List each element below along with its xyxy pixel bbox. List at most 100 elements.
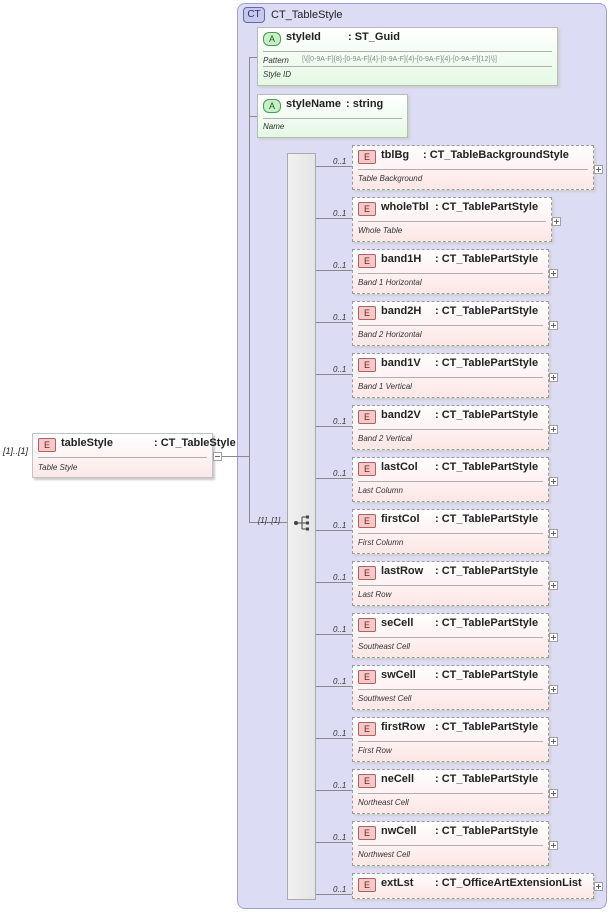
element-description: Northeast Cell (358, 798, 409, 807)
expand-icon[interactable] (549, 477, 558, 486)
divider (358, 481, 543, 482)
collapse-icon[interactable] (213, 452, 222, 461)
element-description: Northwest Cell (358, 850, 411, 859)
child-occurrence: 0..1 (333, 313, 347, 322)
complex-type-name: CT_TableStyle (271, 9, 343, 21)
child-occurrence: 0..1 (333, 677, 347, 686)
attribute-styleName[interactable]: A styleName : string Name (257, 94, 408, 138)
child-connector (316, 426, 352, 427)
divider (358, 585, 543, 586)
child-occurrence: 0..1 (333, 365, 347, 374)
expand-icon[interactable] (549, 685, 558, 694)
child-connector (316, 634, 352, 635)
element-description: Band 2 Vertical (358, 434, 412, 443)
element-type: : CT_TablePartStyle (435, 461, 539, 473)
element-badge: E (358, 358, 376, 372)
element-name: band2H (381, 305, 422, 317)
element-name: nwCell (381, 825, 417, 837)
element-name: band2V (381, 409, 421, 421)
expand-icon[interactable] (549, 373, 558, 382)
expand-icon[interactable] (549, 581, 558, 590)
child-connector (316, 582, 352, 583)
expand-icon[interactable] (594, 165, 603, 174)
element-name: band1H (381, 253, 422, 265)
attribute-badge: A (263, 99, 281, 113)
element-description: Whole Table (358, 226, 403, 235)
root-element-tableStyle[interactable]: E tableStyle : CT_TableStyle Table Style (32, 433, 236, 478)
divider (358, 377, 543, 378)
element-badge: E (358, 566, 376, 580)
element-badge: E (358, 878, 376, 892)
child-connector (316, 322, 352, 323)
expand-icon[interactable] (549, 529, 558, 538)
complex-type-header: CT CT_TableStyle (243, 7, 343, 23)
element-badge: E (358, 670, 376, 684)
element-type: : CT_TableBackgroundStyle (423, 149, 569, 161)
divider (358, 845, 543, 846)
expand-icon[interactable] (549, 737, 558, 746)
divider (263, 51, 552, 52)
child-connector (316, 894, 352, 895)
element-description: Southeast Cell (358, 642, 411, 651)
child-connector (316, 478, 352, 479)
divider (358, 533, 543, 534)
child-connector (316, 790, 352, 791)
element-description: First Column (358, 538, 404, 547)
divider (263, 118, 402, 119)
sequence-compositor-icon (294, 515, 309, 531)
element-description: Southwest Cell (358, 694, 412, 703)
trunk-connector (249, 57, 250, 522)
element-badge: E (358, 618, 376, 632)
child-occurrence: 0..1 (333, 261, 347, 270)
element-description: Band 1 Horizontal (358, 278, 422, 287)
expand-icon[interactable] (549, 425, 558, 434)
pattern-label: Pattern (263, 56, 289, 65)
child-occurrence: 0..1 (333, 833, 347, 842)
expand-icon[interactable] (549, 633, 558, 642)
element-description: Band 2 Horizontal (358, 330, 422, 339)
element-type: : CT_TablePartStyle (435, 513, 539, 525)
divider (358, 169, 588, 170)
divider (358, 793, 543, 794)
element-type: : CT_TablePartStyle (435, 721, 539, 733)
element-name: firstCol (381, 513, 420, 525)
child-connector (316, 686, 352, 687)
divider (358, 637, 543, 638)
child-connector (316, 530, 352, 531)
child-connector (316, 218, 352, 219)
attribute-name: styleName (286, 98, 342, 110)
element-name: wholeTbl (381, 201, 429, 213)
element-type: : CT_TablePartStyle (435, 669, 539, 681)
expand-icon[interactable] (549, 321, 558, 330)
expand-icon[interactable] (549, 789, 558, 798)
divider (38, 457, 207, 458)
attribute-styleId[interactable]: A styleId : ST_Guid Pattern [\{[0-9A-F]{… (257, 27, 558, 86)
element-description: Band 1 Vertical (358, 382, 412, 391)
expand-icon[interactable] (552, 217, 561, 226)
root-occurrence: [1]..[1] (3, 446, 29, 456)
child-occurrence: 0..1 (333, 625, 347, 634)
element-badge: E (358, 826, 376, 840)
expand-icon[interactable] (594, 882, 603, 891)
divider (263, 66, 552, 67)
expand-icon[interactable] (549, 269, 558, 278)
child-connector (316, 842, 352, 843)
expand-icon[interactable] (549, 841, 558, 850)
child-occurrence: 0..1 (333, 573, 347, 582)
complex-type-badge: CT (243, 7, 265, 23)
